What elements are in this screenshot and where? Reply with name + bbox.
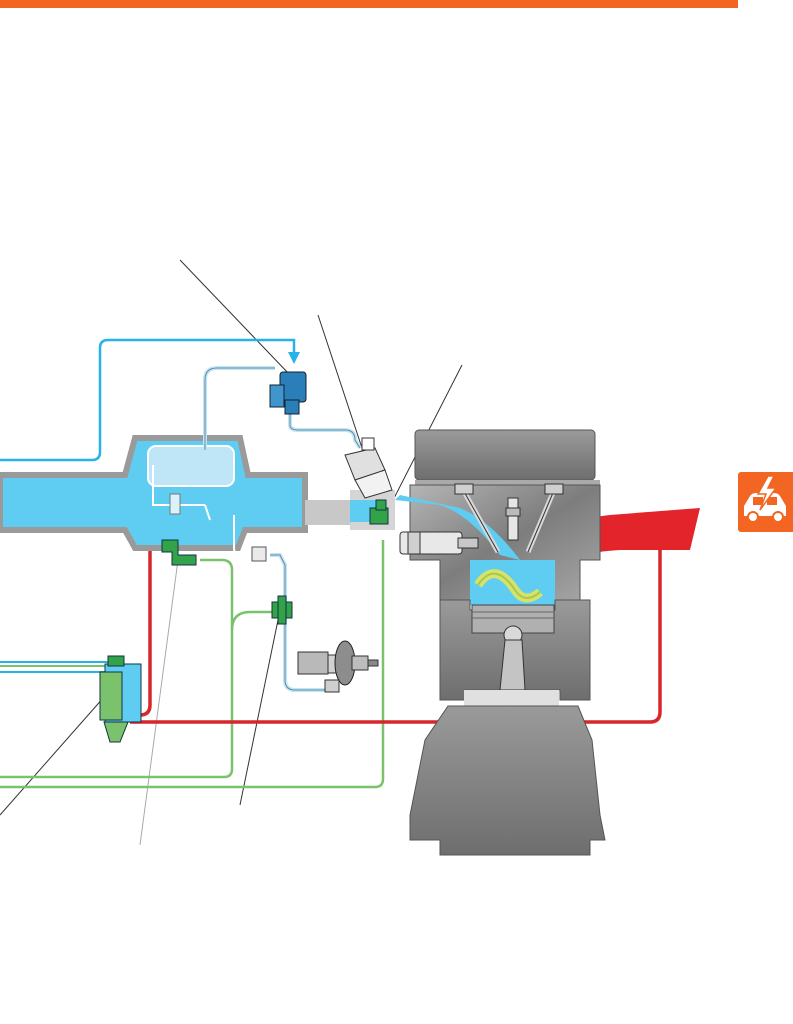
purge-valve: [369, 499, 389, 525]
top-accent-bar: [0, 0, 738, 8]
brake-booster: [297, 640, 379, 693]
throttle-connector: [305, 500, 350, 525]
fuel-injector: [344, 437, 393, 499]
pressure-sensor: [269, 371, 307, 415]
direct-injector: [399, 531, 479, 555]
sensor-hose: [288, 410, 362, 450]
vacuum-lines: [0, 540, 385, 789]
check-valve: [161, 539, 197, 566]
arrow-down-icon: [288, 352, 300, 364]
leader-line-canister: [0, 687, 113, 816]
plenum-valve: [169, 493, 181, 515]
hose-fitting: [251, 546, 267, 562]
car-electrical-fault-icon: [744, 475, 786, 523]
section-tab[interactable]: [738, 472, 793, 532]
tee-connector: [271, 595, 293, 625]
connecting-rod: [499, 639, 526, 691]
leader-line-sensor: [179, 259, 291, 376]
oil-pan: [409, 705, 606, 856]
spark-plug: [505, 497, 521, 541]
leader-line-check-valve: [139, 559, 179, 846]
intake-manifold: [0, 435, 308, 556]
signal-line: [0, 338, 300, 673]
leader-line-tee: [239, 619, 279, 806]
engine-cross-section: [395, 429, 606, 856]
charcoal-canister: [99, 655, 142, 743]
leader-line-injector: [317, 314, 363, 449]
